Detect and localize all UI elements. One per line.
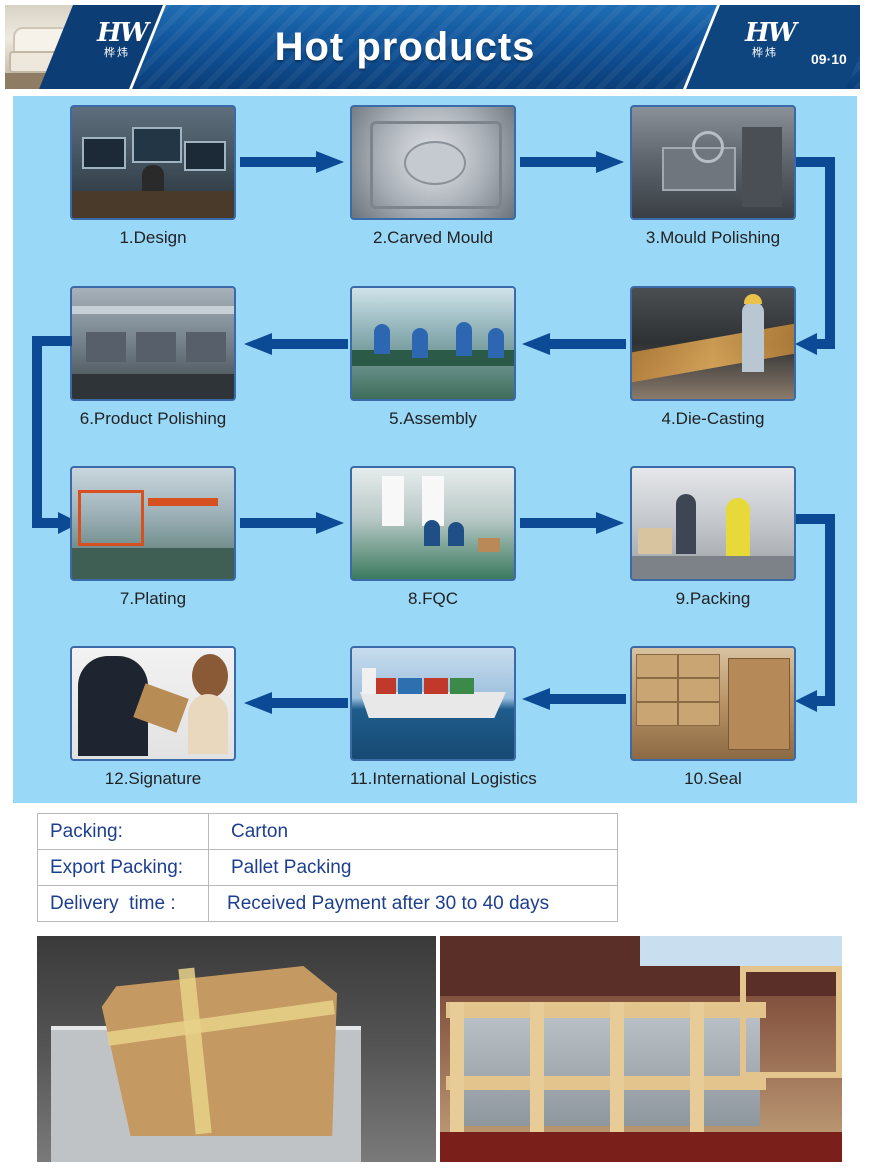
- table-row: Delivery time : Received Payment after 3…: [37, 885, 618, 922]
- step-carved-mould: 2.Carved Mould: [350, 105, 516, 248]
- brand-logo-left: HW 桦炜: [97, 18, 149, 60]
- step-label: 8.FQC: [407, 589, 459, 608]
- mould-polishing-photo: [630, 105, 796, 220]
- arrow-right-icon: [520, 512, 624, 534]
- step-seal: 10.Seal: [630, 646, 796, 789]
- arrow-left-icon: [244, 692, 348, 714]
- step-plating: 7.Plating: [70, 466, 236, 609]
- step-signature: 12.Signature: [70, 646, 236, 789]
- arrow-left-icon: [522, 688, 626, 710]
- brand-logo-right: HW 桦炜: [745, 18, 797, 60]
- table-key: Export Packing:: [37, 849, 209, 886]
- plating-photo: [70, 466, 236, 581]
- die-casting-photo: [630, 286, 796, 401]
- step-international-logistics: 11.International Logistics: [350, 646, 537, 789]
- step-label: 10.Seal: [684, 769, 742, 788]
- mould-photo: [350, 105, 516, 220]
- step-label: 2.Carved Mould: [372, 228, 493, 247]
- step-label: 1.Design: [119, 228, 187, 247]
- table-row: Export Packing: Pallet Packing: [37, 849, 618, 886]
- table-value: Carton: [208, 813, 618, 850]
- step-label: 4.Die-Casting: [661, 409, 765, 428]
- arrow-left-icon: [522, 333, 626, 355]
- seal-photo: [630, 646, 796, 761]
- arrow-left-icon: [244, 333, 348, 355]
- step-label: 9.Packing: [675, 589, 751, 608]
- process-flow: 1.Design 2.Carved Mould 3.Mould Polishin…: [13, 96, 857, 803]
- packing-info-table: Packing: Carton Export Packing: Pallet P…: [37, 813, 618, 922]
- table-row: Packing: Carton: [37, 813, 618, 850]
- table-value: Pallet Packing: [208, 849, 618, 886]
- wooden-pallet-crate-photo: [440, 936, 842, 1162]
- step-fqc: 8.FQC: [350, 466, 516, 609]
- step-label: 12.Signature: [104, 769, 202, 788]
- step-product-polishing: 6.Product Polishing: [70, 286, 236, 429]
- assembly-photo: [350, 286, 516, 401]
- product-polishing-photo: [70, 286, 236, 401]
- step-label: 6.Product Polishing: [79, 409, 227, 428]
- table-key: Delivery time :: [37, 885, 209, 922]
- arrow-right-icon: [240, 151, 344, 173]
- fqc-photo: [350, 466, 516, 581]
- logo-sub: 桦炜: [104, 47, 130, 59]
- carton-box-photo: [37, 936, 436, 1162]
- logo-sub: 桦炜: [752, 47, 778, 59]
- step-packing: 9.Packing: [630, 466, 796, 609]
- step-design: 1.Design: [70, 105, 236, 248]
- step-assembly: 5.Assembly: [350, 286, 516, 429]
- table-value: Received Payment after 30 to 40 days: [208, 885, 618, 922]
- arrow-right-icon: [520, 151, 624, 173]
- design-photo: [70, 105, 236, 220]
- page-title: Hot products: [274, 25, 536, 69]
- step-mould-polishing: 3.Mould Polishing: [630, 105, 796, 248]
- header-banner: HW 桦炜 Hot products HW 桦炜 09·10: [5, 5, 860, 89]
- step-label: 11.International Logistics: [350, 769, 537, 788]
- step-label: 5.Assembly: [389, 409, 477, 428]
- logo-mark: HW: [97, 18, 149, 48]
- signature-photo: [70, 646, 236, 761]
- table-key: Packing:: [37, 813, 209, 850]
- step-label: 3.Mould Polishing: [645, 228, 781, 247]
- logo-mark: HW: [745, 18, 797, 48]
- logistics-photo: [350, 646, 516, 761]
- step-label: 7.Plating: [119, 589, 187, 608]
- step-die-casting: 4.Die-Casting: [630, 286, 796, 429]
- page-number: 09·10: [811, 51, 847, 67]
- packing-photo: [630, 466, 796, 581]
- arrow-right-icon: [240, 512, 344, 534]
